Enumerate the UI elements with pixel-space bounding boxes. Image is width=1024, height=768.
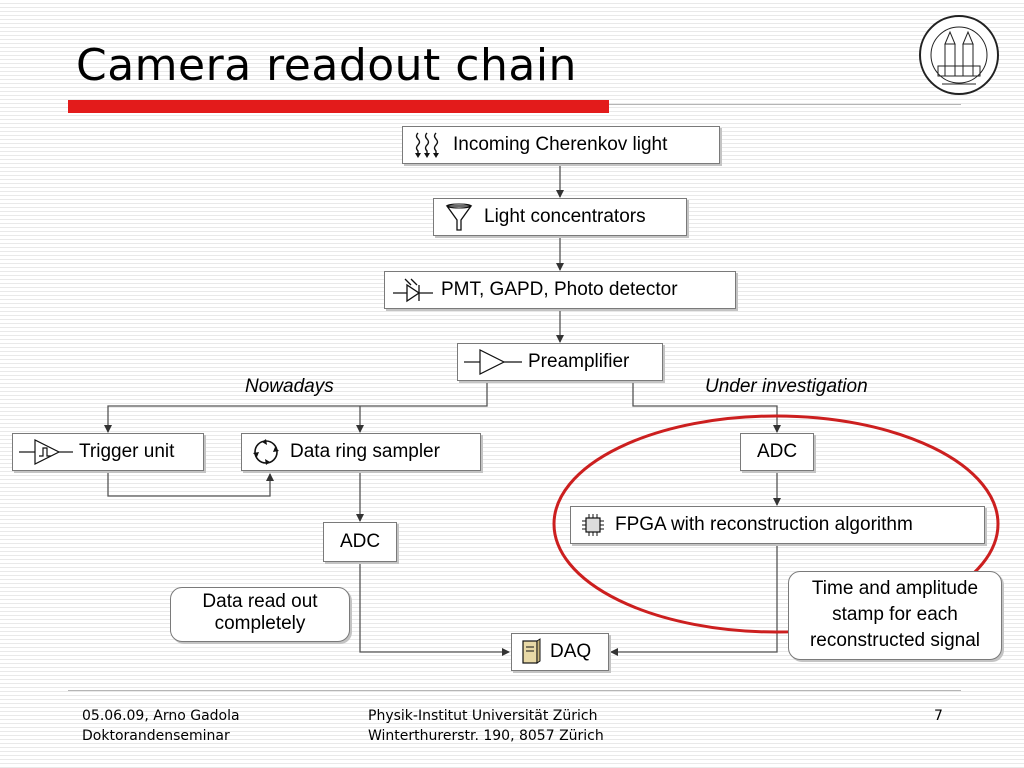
note-time-amplitude-line-1: Time and amplitude xyxy=(811,578,979,599)
title-underline-gray xyxy=(609,104,961,105)
daq-box: DAQ xyxy=(511,633,609,671)
footer-left: 05.06.09, Arno Gadola Doktorandenseminar xyxy=(82,706,240,746)
slide-title: Camera readout chain xyxy=(76,40,577,91)
footer-center: Physik-Institut Universität Zürich Winte… xyxy=(368,706,604,746)
highlight-circle xyxy=(552,414,1000,634)
light-concentrators-label: Light concentrators xyxy=(484,206,646,227)
photo-detector-box: PMT, GAPD, Photo detector xyxy=(384,271,736,309)
amplifier-icon xyxy=(458,348,528,376)
under-investigation-label: Under investigation xyxy=(705,376,868,397)
adc-left-box: ADC xyxy=(323,522,397,562)
note-read-out-line-1: Data read out xyxy=(202,591,318,612)
data-ring-sampler-box: Data ring sampler xyxy=(241,433,481,471)
photodiode-icon xyxy=(385,277,441,303)
note-time-amplitude: Time and amplitude stamp for each recons… xyxy=(788,571,1002,660)
nowadays-label: Nowadays xyxy=(245,376,334,397)
light-rays-icon xyxy=(403,131,453,159)
university-seal-logo xyxy=(919,15,999,95)
adc-left-label: ADC xyxy=(339,531,381,552)
note-read-out-line-2: completely xyxy=(214,613,306,634)
trigger-icon xyxy=(13,438,79,466)
trigger-unit-box: Trigger unit xyxy=(12,433,204,471)
note-read-out: Data read out completely xyxy=(170,587,350,642)
ring-cycle-icon xyxy=(242,437,290,467)
light-concentrators-box: Light concentrators xyxy=(433,198,687,236)
note-time-amplitude-line-3: reconstructed signal xyxy=(809,630,981,651)
adc-right-label: ADC xyxy=(756,441,798,462)
footer-divider xyxy=(68,690,961,691)
footer-date-author: 05.06.09, Arno Gadola xyxy=(82,708,240,724)
data-ring-sampler-label: Data ring sampler xyxy=(290,441,440,462)
trigger-unit-label: Trigger unit xyxy=(79,441,175,462)
footer-address: Winterthurerstr. 190, 8057 Zürich xyxy=(368,728,604,744)
preamplifier-label: Preamplifier xyxy=(528,351,630,372)
daq-label: DAQ xyxy=(550,641,592,662)
fpga-box: FPGA with reconstruction algorithm xyxy=(570,506,985,544)
title-underline-red xyxy=(68,100,609,113)
preamplifier-box: Preamplifier xyxy=(457,343,663,381)
adc-right-box: ADC xyxy=(740,433,814,471)
chip-icon xyxy=(571,511,615,539)
note-time-amplitude-line-2: stamp for each xyxy=(832,604,958,625)
page-number: 7 xyxy=(934,708,943,724)
server-icon xyxy=(512,638,550,666)
footer-institute: Physik-Institut Universität Zürich xyxy=(368,708,598,724)
incoming-light-box: Incoming Cherenkov light xyxy=(402,126,720,164)
fpga-label: FPGA with reconstruction algorithm xyxy=(615,514,913,535)
funnel-icon xyxy=(434,202,484,232)
photo-detector-label: PMT, GAPD, Photo detector xyxy=(441,279,678,300)
footer-event: Doktorandenseminar xyxy=(82,728,230,744)
incoming-light-label: Incoming Cherenkov light xyxy=(453,134,668,155)
